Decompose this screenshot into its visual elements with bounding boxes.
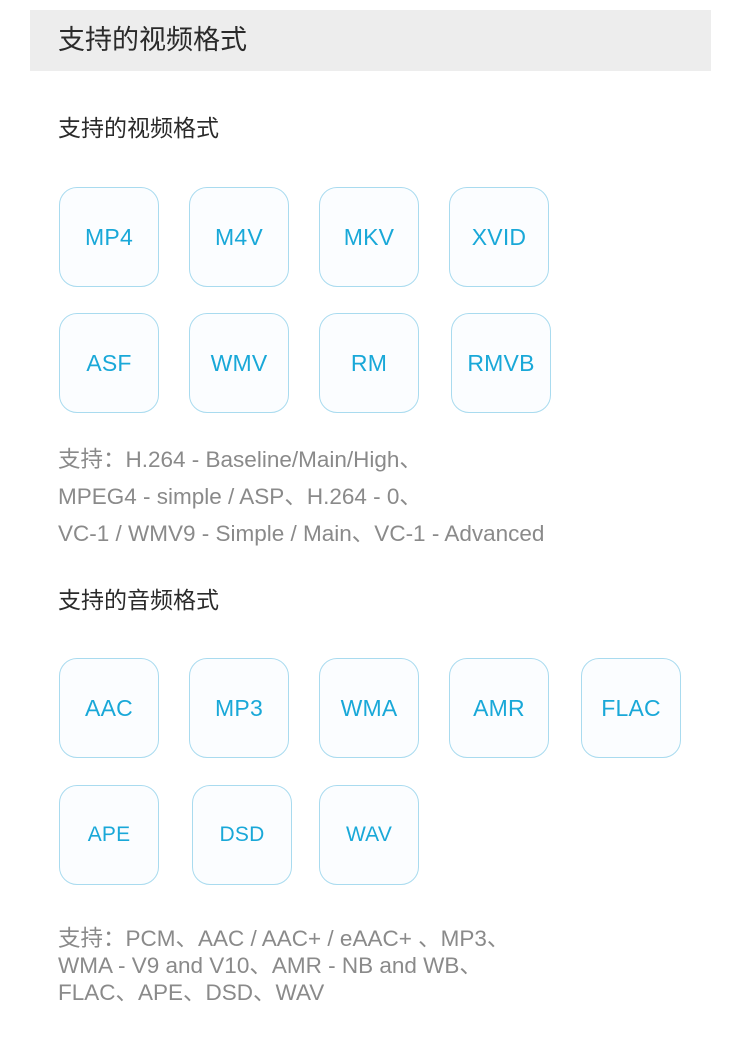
format-label: MP4 bbox=[85, 223, 133, 250]
support-line: MPEG4 - simple / ASP、H.264 - 0、 bbox=[58, 484, 422, 509]
audio-section-heading: 支持的音频格式 bbox=[58, 588, 219, 614]
page-title: 支持的视频格式 bbox=[58, 25, 247, 56]
audio-support-text: 支持：PCM、AAC / AAC+ / eAAC+ 、MP3、 WMA - V9… bbox=[58, 925, 698, 1006]
video-section-heading: 支持的视频格式 bbox=[58, 116, 219, 142]
audio-format-badge: MP3 bbox=[189, 658, 289, 758]
format-label: MKV bbox=[343, 223, 395, 250]
video-format-badge: RM bbox=[319, 313, 419, 413]
format-label: RMVB bbox=[467, 349, 535, 376]
format-label: XVID bbox=[471, 223, 527, 250]
support-line: 支持：H.264 - Baseline/Main/High、 bbox=[58, 447, 422, 472]
format-label: WMA bbox=[340, 694, 398, 721]
support-line: FLAC、APE、DSD、WAV bbox=[58, 980, 325, 1005]
video-format-badge: MKV bbox=[319, 187, 419, 287]
page-header: 支持的视频格式 bbox=[30, 10, 711, 71]
audio-format-badge: WMA bbox=[319, 658, 419, 758]
format-label: WMV bbox=[210, 349, 268, 376]
audio-format-badge: DSD bbox=[192, 785, 292, 885]
format-label: MP3 bbox=[215, 694, 263, 721]
video-format-badge: M4V bbox=[189, 187, 289, 287]
video-format-badge: ASF bbox=[59, 313, 159, 413]
support-line: WMA - V9 and V10、AMR - NB and WB、 bbox=[58, 953, 482, 978]
format-label: WAV bbox=[345, 823, 393, 846]
format-label: ASF bbox=[86, 349, 132, 376]
format-label: M4V bbox=[215, 223, 263, 250]
support-line: VC-1 / WMV9 - Simple / Main、VC-1 - Advan… bbox=[58, 521, 545, 546]
audio-format-badge: AMR bbox=[449, 658, 549, 758]
audio-format-badge: AAC bbox=[59, 658, 159, 758]
support-line: 支持：PCM、AAC / AAC+ / eAAC+ 、MP3、 bbox=[58, 926, 510, 951]
format-label: DSD bbox=[219, 823, 265, 846]
format-label: APE bbox=[87, 823, 131, 846]
format-label: AMR bbox=[473, 694, 525, 721]
format-label: RM bbox=[350, 349, 388, 376]
video-format-badge: WMV bbox=[189, 313, 289, 413]
format-label: FLAC bbox=[601, 694, 661, 721]
video-format-badge: RMVB bbox=[451, 313, 551, 413]
audio-format-badge: APE bbox=[59, 785, 159, 885]
video-support-text: 支持：H.264 - Baseline/Main/High、 MPEG4 - s… bbox=[58, 441, 698, 552]
video-format-badge: MP4 bbox=[59, 187, 159, 287]
video-format-badge: XVID bbox=[449, 187, 549, 287]
audio-format-badge: WAV bbox=[319, 785, 419, 885]
format-label: AAC bbox=[85, 694, 133, 721]
audio-format-badge: FLAC bbox=[581, 658, 681, 758]
